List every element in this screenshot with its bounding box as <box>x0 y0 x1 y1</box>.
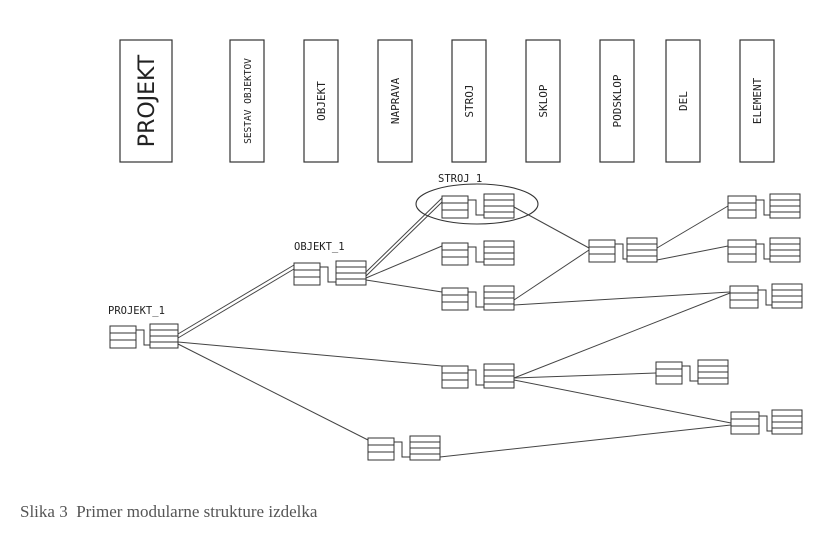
node-stroj-level-3 <box>441 285 515 311</box>
level-box-sestav-objektov <box>229 39 265 163</box>
level-label-element: ELEMENT <box>751 77 764 124</box>
node-label-projekt-1: PROJEKT_1 <box>108 305 165 317</box>
node-stroj-1 <box>441 193 515 219</box>
level-label-naprava: NAPRAVA <box>389 77 402 124</box>
node-element-4 <box>730 409 803 435</box>
node-element-1 <box>727 193 801 219</box>
level-label-del: DEL <box>677 91 690 111</box>
node-label-objekt-1: OBJEKT_1 <box>294 241 345 253</box>
connections <box>177 197 732 458</box>
node-stroj-level-2 <box>441 240 515 266</box>
level-labels: PROJEKT SESTAV OBJEKTOV OBJEKT NAPRAVA S… <box>135 54 764 147</box>
level-label-stroj: STROJ <box>463 84 476 117</box>
level-box-podsklop <box>599 39 635 163</box>
module-nodes <box>109 193 803 461</box>
level-box-sklop <box>525 39 561 163</box>
level-label-objekt: OBJEKT <box>315 81 328 121</box>
figure-caption: Slika 3 Primer modularne strukture izdel… <box>20 502 318 521</box>
level-box-naprava <box>377 39 413 163</box>
level-box-stroj <box>451 39 487 163</box>
level-label-podsklop: PODSKLOP <box>611 74 624 127</box>
node-naprava-level <box>367 435 441 461</box>
level-box-del <box>665 39 701 163</box>
node-stroj-level-4 <box>441 363 515 389</box>
node-label-stroj-1: STROJ_1 <box>438 173 482 185</box>
level-box-element <box>739 39 775 163</box>
node-objekt-1 <box>293 260 367 286</box>
level-label-sestav-objektov: SESTAV OBJEKTOV <box>243 58 254 144</box>
level-headers <box>119 39 775 163</box>
stroj-highlight-ellipse <box>415 183 539 225</box>
node-projekt-1 <box>109 323 179 349</box>
level-label-projekt: PROJEKT <box>135 54 160 147</box>
level-box-projekt <box>119 39 173 163</box>
level-box-objekt <box>303 39 339 163</box>
node-podsklop-level <box>588 237 658 263</box>
node-del-level <box>655 359 729 385</box>
level-label-sklop: SKLOP <box>537 84 550 117</box>
node-element-3 <box>729 283 803 309</box>
node-element-2 <box>727 237 801 263</box>
